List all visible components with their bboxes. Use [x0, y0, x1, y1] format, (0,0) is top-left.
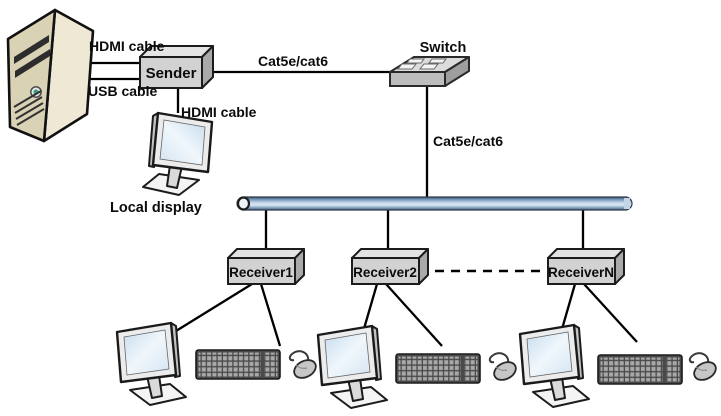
network-switch-icon	[389, 56, 470, 87]
monitor-icon	[316, 324, 389, 410]
receiverN-peripherals-line	[583, 283, 638, 343]
receiverN-node: ReceiverN	[547, 248, 625, 285]
switch-port-glyphs	[396, 58, 447, 70]
mouse-icon	[488, 352, 520, 385]
keyboard-icon	[395, 353, 481, 384]
receiverN-label: ReceiverN	[548, 265, 614, 280]
local-display-label: Local display	[110, 200, 202, 216]
drive-bay-icon	[15, 49, 50, 78]
cat5e-switch-bus-label: Cat5e/cat6	[433, 133, 503, 149]
mouse-icon	[288, 350, 320, 383]
receiver2-peripherals-line	[385, 283, 443, 347]
switch-label: Switch	[420, 40, 467, 56]
drive-bay-icon	[14, 35, 49, 64]
network-bus-pipe	[236, 196, 633, 211]
local-display-monitor-icon	[141, 111, 214, 197]
receiver2-node: Receiver2	[351, 248, 429, 285]
hdmi-cable-top-label: HDMI cable	[89, 38, 165, 54]
receiver1-monitor-line	[175, 283, 253, 332]
keyboard-icon	[195, 349, 281, 380]
hdmi-cable-local-label: HDMI cable	[181, 104, 257, 120]
keyboard-icon	[597, 354, 683, 385]
receiver1-peripherals-line	[259, 283, 282, 347]
usb-cable-label: USB cable	[88, 83, 157, 99]
monitor-icon	[518, 323, 591, 409]
computer-tower-icon	[6, 8, 95, 143]
cat5e-sender-switch-label: Cat5e/cat6	[258, 53, 328, 69]
receiver2-label: Receiver2	[353, 265, 417, 280]
receiver1-label: Receiver1	[229, 265, 293, 280]
vent-grille-icon	[13, 90, 45, 126]
mouse-icon	[688, 352, 720, 385]
sender-label: Sender	[146, 65, 197, 82]
sender-node: Sender	[139, 45, 214, 89]
receiver1-node: Receiver1	[227, 248, 305, 285]
monitor-icon	[115, 321, 188, 407]
